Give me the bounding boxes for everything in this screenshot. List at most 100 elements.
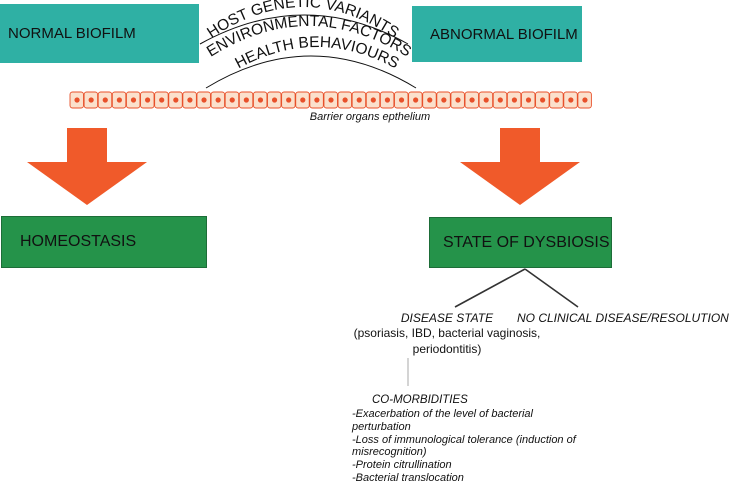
cell-nucleus xyxy=(441,97,447,103)
cell-nucleus xyxy=(215,97,221,103)
epithelial-cell xyxy=(69,91,84,109)
cell-nucleus xyxy=(427,97,433,103)
homeostasis-label: HOMEOSTASIS xyxy=(20,233,137,250)
epithelial-cell xyxy=(337,91,353,109)
homeostasis-box: HOMEOSTASIS xyxy=(1,216,207,268)
epithelial-cell xyxy=(563,91,578,109)
epithelial-cell xyxy=(125,91,141,109)
cell-nucleus xyxy=(328,97,334,103)
epithelial-cell xyxy=(224,91,240,109)
cell-nucleus xyxy=(88,97,94,103)
epithelial-cell xyxy=(379,91,395,109)
epithelial-cell xyxy=(154,91,169,109)
arrow-left xyxy=(27,128,147,205)
epithelial-cell xyxy=(196,91,211,109)
cell-nucleus xyxy=(497,97,503,103)
cell-nucleus xyxy=(384,97,391,103)
disease-state-label: DISEASE STATE xyxy=(400,311,494,325)
epithelial-cell xyxy=(238,91,254,109)
epithelial-cell xyxy=(267,91,282,109)
epithelial-cell xyxy=(394,91,409,109)
factor-host-genetic: HOST GENETIC VARIANTS xyxy=(204,0,402,42)
cell-nucleus xyxy=(483,97,489,103)
cell-nucleus xyxy=(74,97,80,103)
dysbiosis-box: STATE OF DYSBIOSIS xyxy=(429,217,612,268)
cell-nucleus xyxy=(525,97,532,103)
cell-nucleus xyxy=(455,97,461,103)
cell-nucleus xyxy=(102,97,108,103)
arrow-right xyxy=(460,128,580,205)
epithelial-cell xyxy=(351,91,367,109)
epithelial-cell xyxy=(549,91,564,109)
cell-nucleus xyxy=(257,97,264,103)
abnormal-biofilm-label: ABNORMAL BIOFILM xyxy=(430,25,578,43)
arc-divider-1 xyxy=(199,14,409,45)
comorbidities-list: -Exacerbation of the level of bacterial … xyxy=(352,408,592,485)
epithelial-cell xyxy=(323,91,338,109)
cell-nucleus xyxy=(187,97,193,103)
epithelial-cell xyxy=(182,91,197,109)
epithelial-cell xyxy=(436,91,451,109)
cell-nucleus xyxy=(159,97,165,103)
cell-nucleus xyxy=(540,97,546,103)
factor-health-behaviours: HEALTH BEHAVIOURS xyxy=(232,34,401,72)
cell-nucleus xyxy=(243,97,249,103)
cell-nucleus xyxy=(398,97,405,103)
cell-nucleus xyxy=(568,97,574,103)
epithelial-cell xyxy=(97,91,113,109)
epithelial-cell xyxy=(295,91,310,109)
cell-nucleus xyxy=(554,97,560,103)
cell-nucleus xyxy=(511,97,518,103)
normal-biofilm-box: NORMAL BIOFILM xyxy=(0,4,199,63)
comorbidity-item: -Exacerbation of the level of bacterial … xyxy=(352,408,533,433)
cell-nucleus xyxy=(314,97,320,103)
no-clinical-disease-label: NO CLINICAL DISEASE/RESOLUTION xyxy=(517,311,729,325)
epithelium-label: Barrier organs epthelium xyxy=(309,111,431,123)
comorbidities-title: CO-MORBIDITIES xyxy=(372,394,468,406)
cell-nucleus xyxy=(286,97,292,103)
cell-nucleus xyxy=(356,97,362,103)
cell-nucleus xyxy=(201,97,207,103)
cell-nucleus xyxy=(144,97,151,103)
cell-nucleus xyxy=(116,97,122,103)
epithelial-cell xyxy=(577,91,592,109)
epithelial-cell xyxy=(252,91,268,109)
branch-line-disease xyxy=(454,268,526,308)
epithelial-cell xyxy=(168,91,183,109)
factor-environmental: ENVIRONMENTAL FACTORS xyxy=(204,13,414,60)
dysbiosis-label: STATE OF DYSBIOSIS xyxy=(443,233,610,251)
epithelial-cell xyxy=(464,91,479,109)
epithelial-cell xyxy=(408,91,423,109)
cell-nucleus xyxy=(370,97,376,103)
cell-nucleus xyxy=(300,97,306,103)
epithelial-cell xyxy=(111,91,127,109)
epithelial-cell xyxy=(140,91,155,109)
epithelium-strip xyxy=(69,91,592,109)
comorbidity-item: -Bacterial translocation xyxy=(352,471,464,484)
factor-environmental-path: ENVIRONMENTAL FACTORS xyxy=(204,13,414,60)
factor-health-behaviours-path: HEALTH BEHAVIOURS xyxy=(232,34,401,72)
epithelial-cell xyxy=(535,91,550,109)
comorbidity-item: -Loss of immunological tolerance (induct… xyxy=(352,433,576,459)
epithelial-cell xyxy=(478,91,494,109)
epithelial-cell xyxy=(83,91,99,109)
cell-nucleus xyxy=(229,97,235,103)
cell-nucleus xyxy=(271,97,278,103)
arc-divider-2 xyxy=(205,55,417,89)
cell-nucleus xyxy=(413,97,419,103)
comorbidity-item: -Protein citrullination xyxy=(352,459,452,472)
cell-nucleus xyxy=(342,97,348,103)
disease-examples: (psoriasis, IBD, bacterial vaginosis, pe… xyxy=(353,326,541,356)
epithelial-cell xyxy=(281,91,296,109)
cell-nucleus xyxy=(582,97,588,103)
epithelial-cell xyxy=(521,91,536,109)
branch-line-no-disease xyxy=(524,268,579,308)
normal-biofilm-label: NORMAL BIOFILM xyxy=(8,25,136,42)
factor-host-genetic-path: HOST GENETIC VARIANTS xyxy=(204,0,402,42)
epithelial-cell xyxy=(309,91,324,109)
cell-nucleus xyxy=(130,97,137,103)
epithelial-cell xyxy=(506,91,522,109)
cell-nucleus xyxy=(469,97,475,103)
abnormal-biofilm-box: ABNORMAL BIOFILM xyxy=(412,6,582,62)
epithelial-cell xyxy=(365,91,381,109)
